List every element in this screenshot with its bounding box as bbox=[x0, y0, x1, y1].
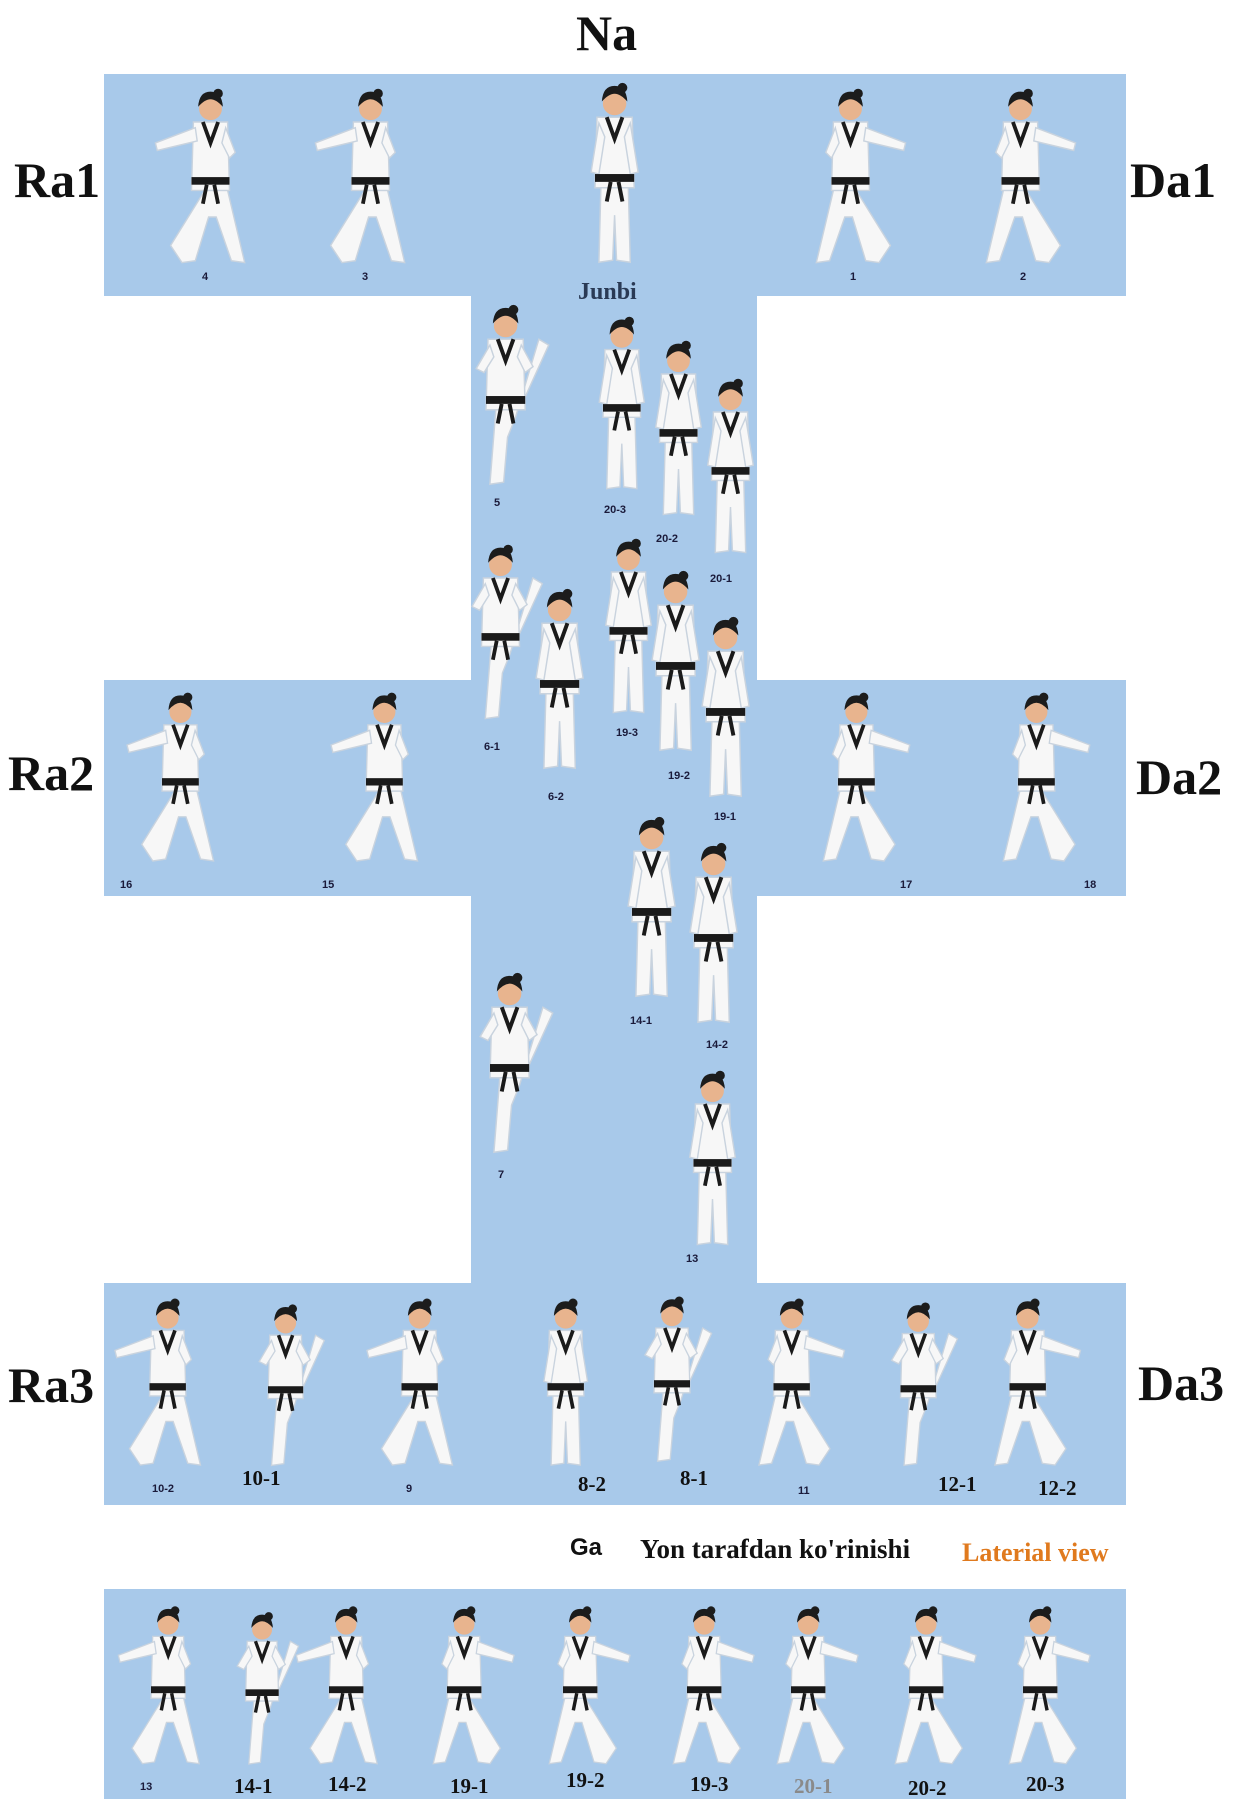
step-label: 13 bbox=[140, 1782, 152, 1793]
step-label: 16 bbox=[120, 880, 132, 891]
step-label: 3 bbox=[362, 272, 368, 283]
step-label: 9 bbox=[406, 1484, 412, 1495]
athlete-figure bbox=[520, 1602, 640, 1774]
step-label: 6-1 bbox=[484, 742, 500, 753]
step-label: 11 bbox=[798, 1486, 810, 1497]
step-label: 19-2 bbox=[668, 771, 690, 782]
label-ra1: Ra1 bbox=[14, 155, 100, 205]
step-label: 12-2 bbox=[1038, 1478, 1077, 1499]
athlete-figure bbox=[964, 1294, 1091, 1476]
step-label: 19-1 bbox=[714, 812, 736, 823]
step-label: 19-3 bbox=[690, 1774, 729, 1795]
step-label: 8-2 bbox=[578, 1474, 606, 1495]
athlete-figure bbox=[546, 78, 683, 274]
athlete-figure bbox=[980, 1602, 1100, 1774]
step-label: 19-3 bbox=[616, 728, 638, 739]
athlete-figure bbox=[748, 1602, 868, 1774]
step-label: 20-3 bbox=[1026, 1774, 1065, 1795]
label-ra2: Ra2 bbox=[8, 748, 94, 798]
athlete-figure bbox=[646, 1066, 779, 1256]
step-label: 14-2 bbox=[706, 1040, 728, 1051]
step-label: 2 bbox=[1020, 272, 1026, 283]
step-label: 19-1 bbox=[450, 1776, 489, 1797]
athlete-figure bbox=[356, 1294, 483, 1476]
label-da3: Da3 bbox=[1138, 1358, 1224, 1408]
step-label: 20-2 bbox=[656, 534, 678, 545]
athlete-figure bbox=[866, 1602, 986, 1774]
label-lateral-uz: Yon tarafdan ko'rinishi bbox=[640, 1536, 910, 1563]
athlete-figure bbox=[144, 84, 277, 274]
step-label: 1 bbox=[850, 272, 856, 283]
step-label: 14-1 bbox=[630, 1016, 652, 1027]
step-label: 18 bbox=[1084, 880, 1096, 891]
step-label: 13 bbox=[686, 1254, 698, 1265]
step-label: 20-3 bbox=[604, 505, 626, 516]
athlete-figure bbox=[972, 688, 1101, 872]
step-label: 4 bbox=[202, 272, 208, 283]
label-da2: Da2 bbox=[1136, 752, 1222, 802]
athlete-figure bbox=[286, 1602, 406, 1774]
athlete-figure bbox=[728, 1294, 855, 1476]
label-ra3: Ra3 bbox=[8, 1360, 94, 1410]
athlete-figure bbox=[792, 688, 921, 872]
step-label: 10-1 bbox=[242, 1468, 281, 1489]
step-label: 20-1 bbox=[710, 574, 732, 585]
step-label: 20-1 bbox=[794, 1776, 833, 1797]
step-label: 8-1 bbox=[680, 1468, 708, 1489]
athlete-figure bbox=[104, 1294, 231, 1476]
step-label: 7 bbox=[498, 1170, 504, 1181]
step-label: 17 bbox=[900, 880, 912, 891]
athlete-figure bbox=[320, 688, 449, 872]
label-na: Na bbox=[576, 8, 637, 58]
athlete-figure bbox=[304, 84, 437, 274]
athlete-figure bbox=[224, 1300, 347, 1476]
label-ga: Ga bbox=[570, 1536, 602, 1560]
athlete-figure bbox=[784, 84, 917, 274]
athlete-figure bbox=[437, 300, 574, 496]
label-junbi: Junbi bbox=[578, 280, 637, 304]
label-da1: Da1 bbox=[1130, 155, 1216, 205]
athlete-figure bbox=[856, 1298, 981, 1476]
step-label: 10-2 bbox=[152, 1484, 174, 1495]
step-label: 12-1 bbox=[938, 1474, 977, 1495]
athlete-figure bbox=[954, 84, 1087, 274]
step-label: 5 bbox=[494, 498, 500, 509]
step-label: 14-2 bbox=[328, 1774, 367, 1795]
step-label: 19-2 bbox=[566, 1770, 605, 1791]
athlete-figure bbox=[645, 838, 782, 1034]
step-label: 14-1 bbox=[234, 1776, 273, 1797]
athlete-figure bbox=[116, 688, 245, 872]
step-label: 6-2 bbox=[548, 792, 564, 803]
athlete-figure bbox=[609, 1292, 735, 1472]
label-lateral-en: Laterial view bbox=[962, 1540, 1109, 1566]
athlete-figure bbox=[644, 1602, 764, 1774]
athlete-figure bbox=[404, 1602, 524, 1774]
athlete-figure bbox=[441, 968, 578, 1164]
step-label: 15 bbox=[322, 880, 334, 891]
step-label: 20-2 bbox=[908, 1778, 947, 1799]
